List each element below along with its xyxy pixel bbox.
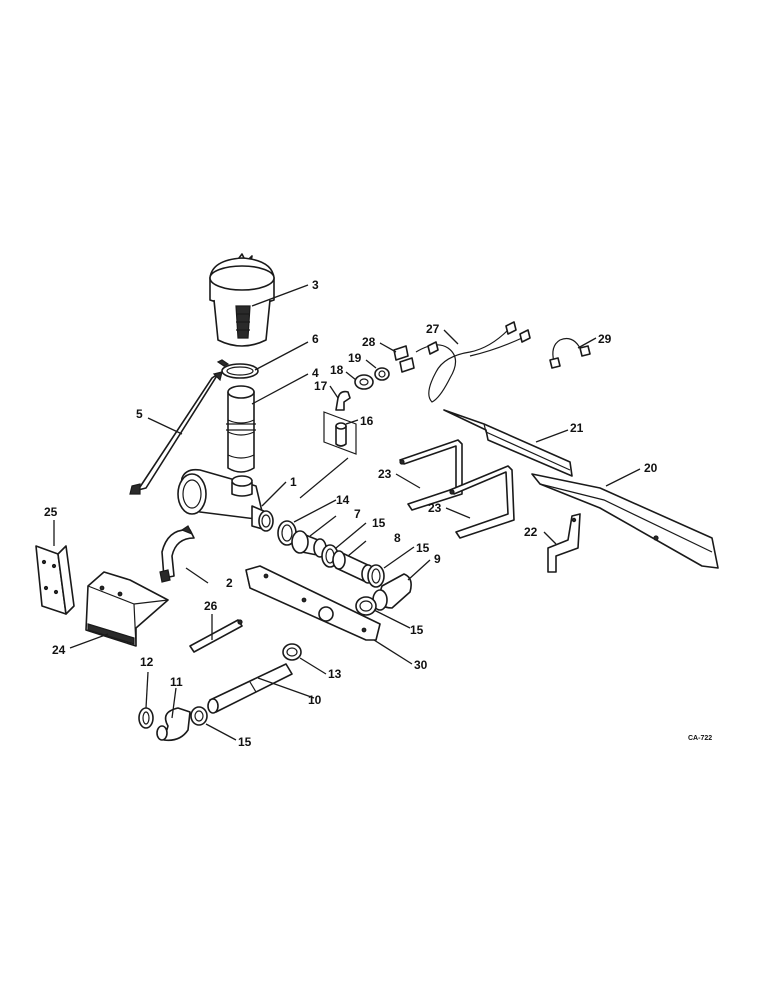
part-20-shield [531, 473, 719, 569]
callout-10: 10 [308, 693, 322, 707]
part-7-hose [291, 530, 327, 558]
callout-27: 27 [426, 322, 440, 336]
part-21-shield [443, 409, 573, 477]
part-24-bracket [85, 571, 169, 647]
callout-1: 1 [290, 475, 297, 489]
callout-5: 5 [136, 407, 143, 421]
part-29-wire-loop [549, 337, 591, 369]
part-18-connector [354, 374, 374, 390]
callout-15-c: 15 [410, 623, 424, 637]
part-26-strap [189, 619, 243, 653]
callout-22: 22 [524, 525, 538, 539]
callout-labels: 3 6 4 5 1 2 14 7 15 8 15 9 15 30 13 10 1… [44, 278, 712, 749]
callout-7: 7 [354, 507, 361, 521]
part-8-tube [332, 550, 375, 584]
callout-23-a: 23 [378, 467, 392, 481]
callout-6: 6 [312, 332, 319, 346]
part-19-connector [374, 367, 390, 381]
part-30-plate [245, 565, 381, 641]
callout-9: 9 [434, 552, 441, 566]
callout-26: 26 [204, 599, 218, 613]
callout-13: 13 [328, 667, 342, 681]
figure-code: CA-722 [688, 735, 712, 742]
callout-11: 11 [170, 675, 183, 689]
part-4-tube [226, 385, 256, 473]
part-10-tube [207, 663, 293, 714]
part-3-precleaner [209, 253, 275, 347]
callout-19: 19 [348, 351, 362, 365]
callout-25: 25 [44, 505, 58, 519]
part-15-clamp-right [367, 564, 385, 588]
part-6-clamp [216, 359, 259, 379]
callout-18: 18 [330, 363, 344, 377]
callout-15-d: 15 [238, 735, 252, 749]
callout-21: 21 [570, 421, 584, 435]
part-12-clamp [138, 707, 154, 729]
part-13-grommet [282, 643, 302, 661]
callout-8: 8 [394, 531, 401, 545]
callout-12: 12 [140, 655, 154, 669]
callout-4: 4 [312, 366, 319, 380]
callout-29: 29 [598, 332, 612, 346]
part-2-mounting-band [159, 525, 195, 583]
callout-14: 14 [336, 493, 350, 507]
callout-15-b: 15 [416, 541, 430, 555]
callout-24: 24 [52, 643, 66, 657]
callout-3: 3 [312, 278, 319, 292]
part-28-switch [393, 345, 415, 373]
part-23-bracket-upper [399, 439, 463, 511]
callout-28: 28 [362, 335, 376, 349]
part-22-bracket [547, 513, 581, 573]
callout-20: 20 [644, 461, 658, 475]
callout-30: 30 [414, 658, 428, 672]
part-17-elbow-fitting [335, 390, 351, 411]
callout-17: 17 [314, 379, 328, 393]
part-15-clamp-lower-right [355, 596, 377, 616]
part-15-clamp-lower [190, 706, 208, 726]
callout-16: 16 [360, 414, 374, 428]
part-25-plate [35, 545, 75, 615]
callout-2: 2 [226, 576, 233, 590]
callout-15-a: 15 [372, 516, 386, 530]
part-11-elbow [156, 707, 191, 742]
callout-23-b: 23 [428, 501, 442, 515]
part-16-fitting-box [299, 411, 357, 499]
part-1-air-cleaner [177, 468, 274, 532]
part-23-bracket-lower [449, 465, 515, 539]
leader-lines [53, 284, 641, 741]
part-27-wire-harness [415, 321, 531, 403]
